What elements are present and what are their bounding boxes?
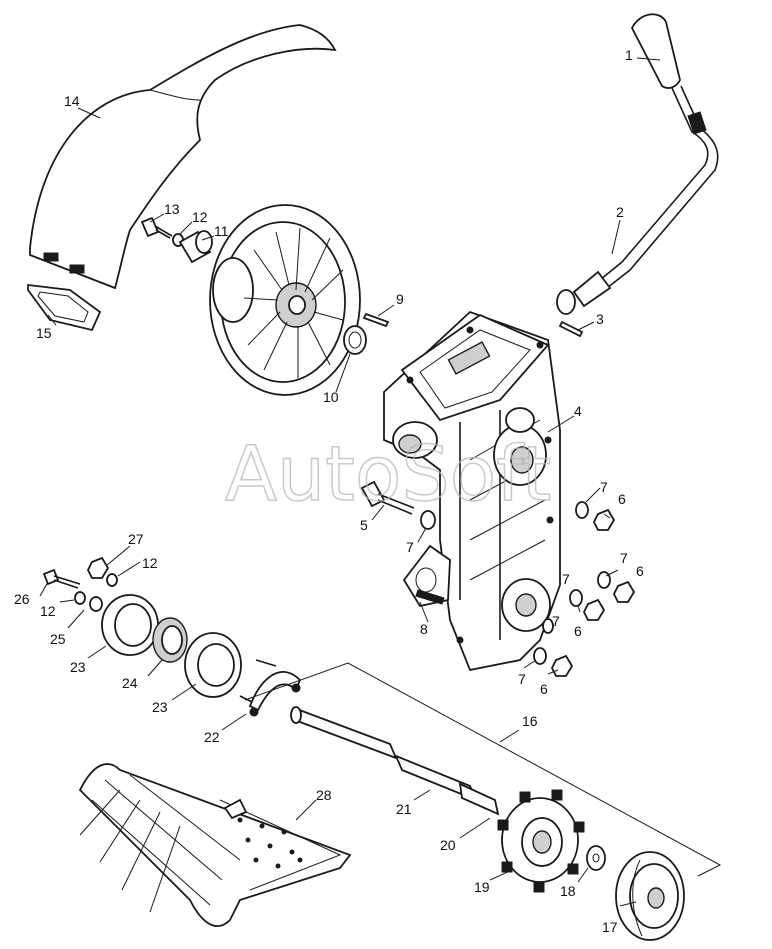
part-16-group-bracket (244, 662, 722, 877)
part-7-washer-d (569, 589, 583, 607)
callout-6-d: 6 (540, 681, 548, 697)
part-7-washer-f (542, 618, 554, 634)
part-26-bolt-shank (53, 575, 81, 589)
callout-labels: 1 2 3 4 5 6 6 6 6 7 7 7 7 7 7 8 9 10 11 … (14, 47, 644, 935)
callout-22: 22 (204, 729, 220, 745)
part-1-knob (630, 13, 681, 89)
callout-5: 5 (360, 517, 368, 533)
callout-8: 8 (420, 621, 428, 637)
part-19-sprocket (497, 789, 585, 893)
part-21-shaft (290, 706, 500, 816)
callout-7-e: 7 (406, 539, 414, 555)
callout-7-b: 7 (620, 550, 628, 566)
callout-27: 27 (128, 531, 144, 547)
part-6-nut-c (582, 598, 606, 621)
part-8-gasket (402, 544, 451, 608)
callout-15: 15 (36, 325, 52, 341)
part-15-plate (27, 283, 102, 332)
part-6-nut-b (612, 580, 636, 603)
callout-21: 21 (396, 801, 412, 817)
callout-18: 18 (560, 883, 576, 899)
callout-9: 9 (396, 291, 404, 307)
callout-6-b: 6 (636, 563, 644, 579)
callout-12-a: 12 (192, 209, 208, 225)
part-11-spacer (178, 230, 213, 264)
callout-11: 11 (214, 223, 229, 239)
part-22-bracket (239, 659, 302, 717)
callout-25: 25 (50, 631, 66, 647)
part-4-gearbox (383, 310, 561, 672)
part-9-pin (362, 312, 390, 328)
callout-2: 2 (616, 204, 624, 220)
part-7-washer-b (575, 501, 589, 519)
callout-14: 14 (64, 93, 80, 109)
callout-19: 19 (474, 879, 490, 895)
callout-12-c: 12 (40, 603, 56, 619)
callout-17: 17 (602, 919, 618, 935)
part-wheel-pulley (209, 204, 361, 396)
part-10-bushing (343, 325, 367, 355)
callout-7-f: 7 (562, 571, 570, 587)
part-12-washer-left (74, 591, 86, 605)
callout-13: 13 (164, 201, 180, 217)
part-13-bolt (140, 216, 173, 239)
callout-7-d: 7 (518, 671, 526, 687)
callout-28: 28 (316, 787, 332, 803)
callout-24: 24 (122, 675, 138, 691)
bearing-assembly (42, 556, 242, 698)
callout-6-a: 6 (618, 491, 626, 507)
part-6-nut-a (592, 508, 616, 531)
part-7-washer-a (420, 510, 436, 530)
callout-3: 3 (596, 311, 604, 327)
callout-16: 16 (522, 713, 538, 729)
callout-7-a: 7 (600, 479, 608, 495)
part-17-idler-wheel (615, 851, 685, 941)
part-18-washer (586, 845, 606, 871)
callout-4: 4 (574, 403, 582, 419)
callout-26: 26 (14, 591, 30, 607)
part-2-lever-rod (556, 85, 719, 315)
part-12-washer-right (106, 573, 118, 587)
callout-12-b: 12 (142, 555, 158, 571)
part-5-bolt (360, 480, 415, 515)
callout-7-c: 7 (552, 613, 560, 629)
callout-6-c: 6 (574, 623, 582, 639)
part-28-track (78, 763, 352, 927)
part-6-nut-d (550, 654, 574, 677)
part-25-washer (89, 596, 103, 612)
watermark-text: AutoSoft (225, 429, 551, 518)
callout-10: 10 (323, 389, 339, 405)
part-7-washer-e (533, 647, 547, 665)
callout-20: 20 (440, 837, 456, 853)
part-27-nut (86, 556, 110, 579)
callout-23-a: 23 (70, 659, 86, 675)
callout-23-b: 23 (152, 699, 168, 715)
callout-1: 1 (625, 47, 633, 63)
leader-lines (39, 57, 661, 907)
part-3-pin (558, 320, 584, 338)
part-14-fender (29, 24, 337, 290)
